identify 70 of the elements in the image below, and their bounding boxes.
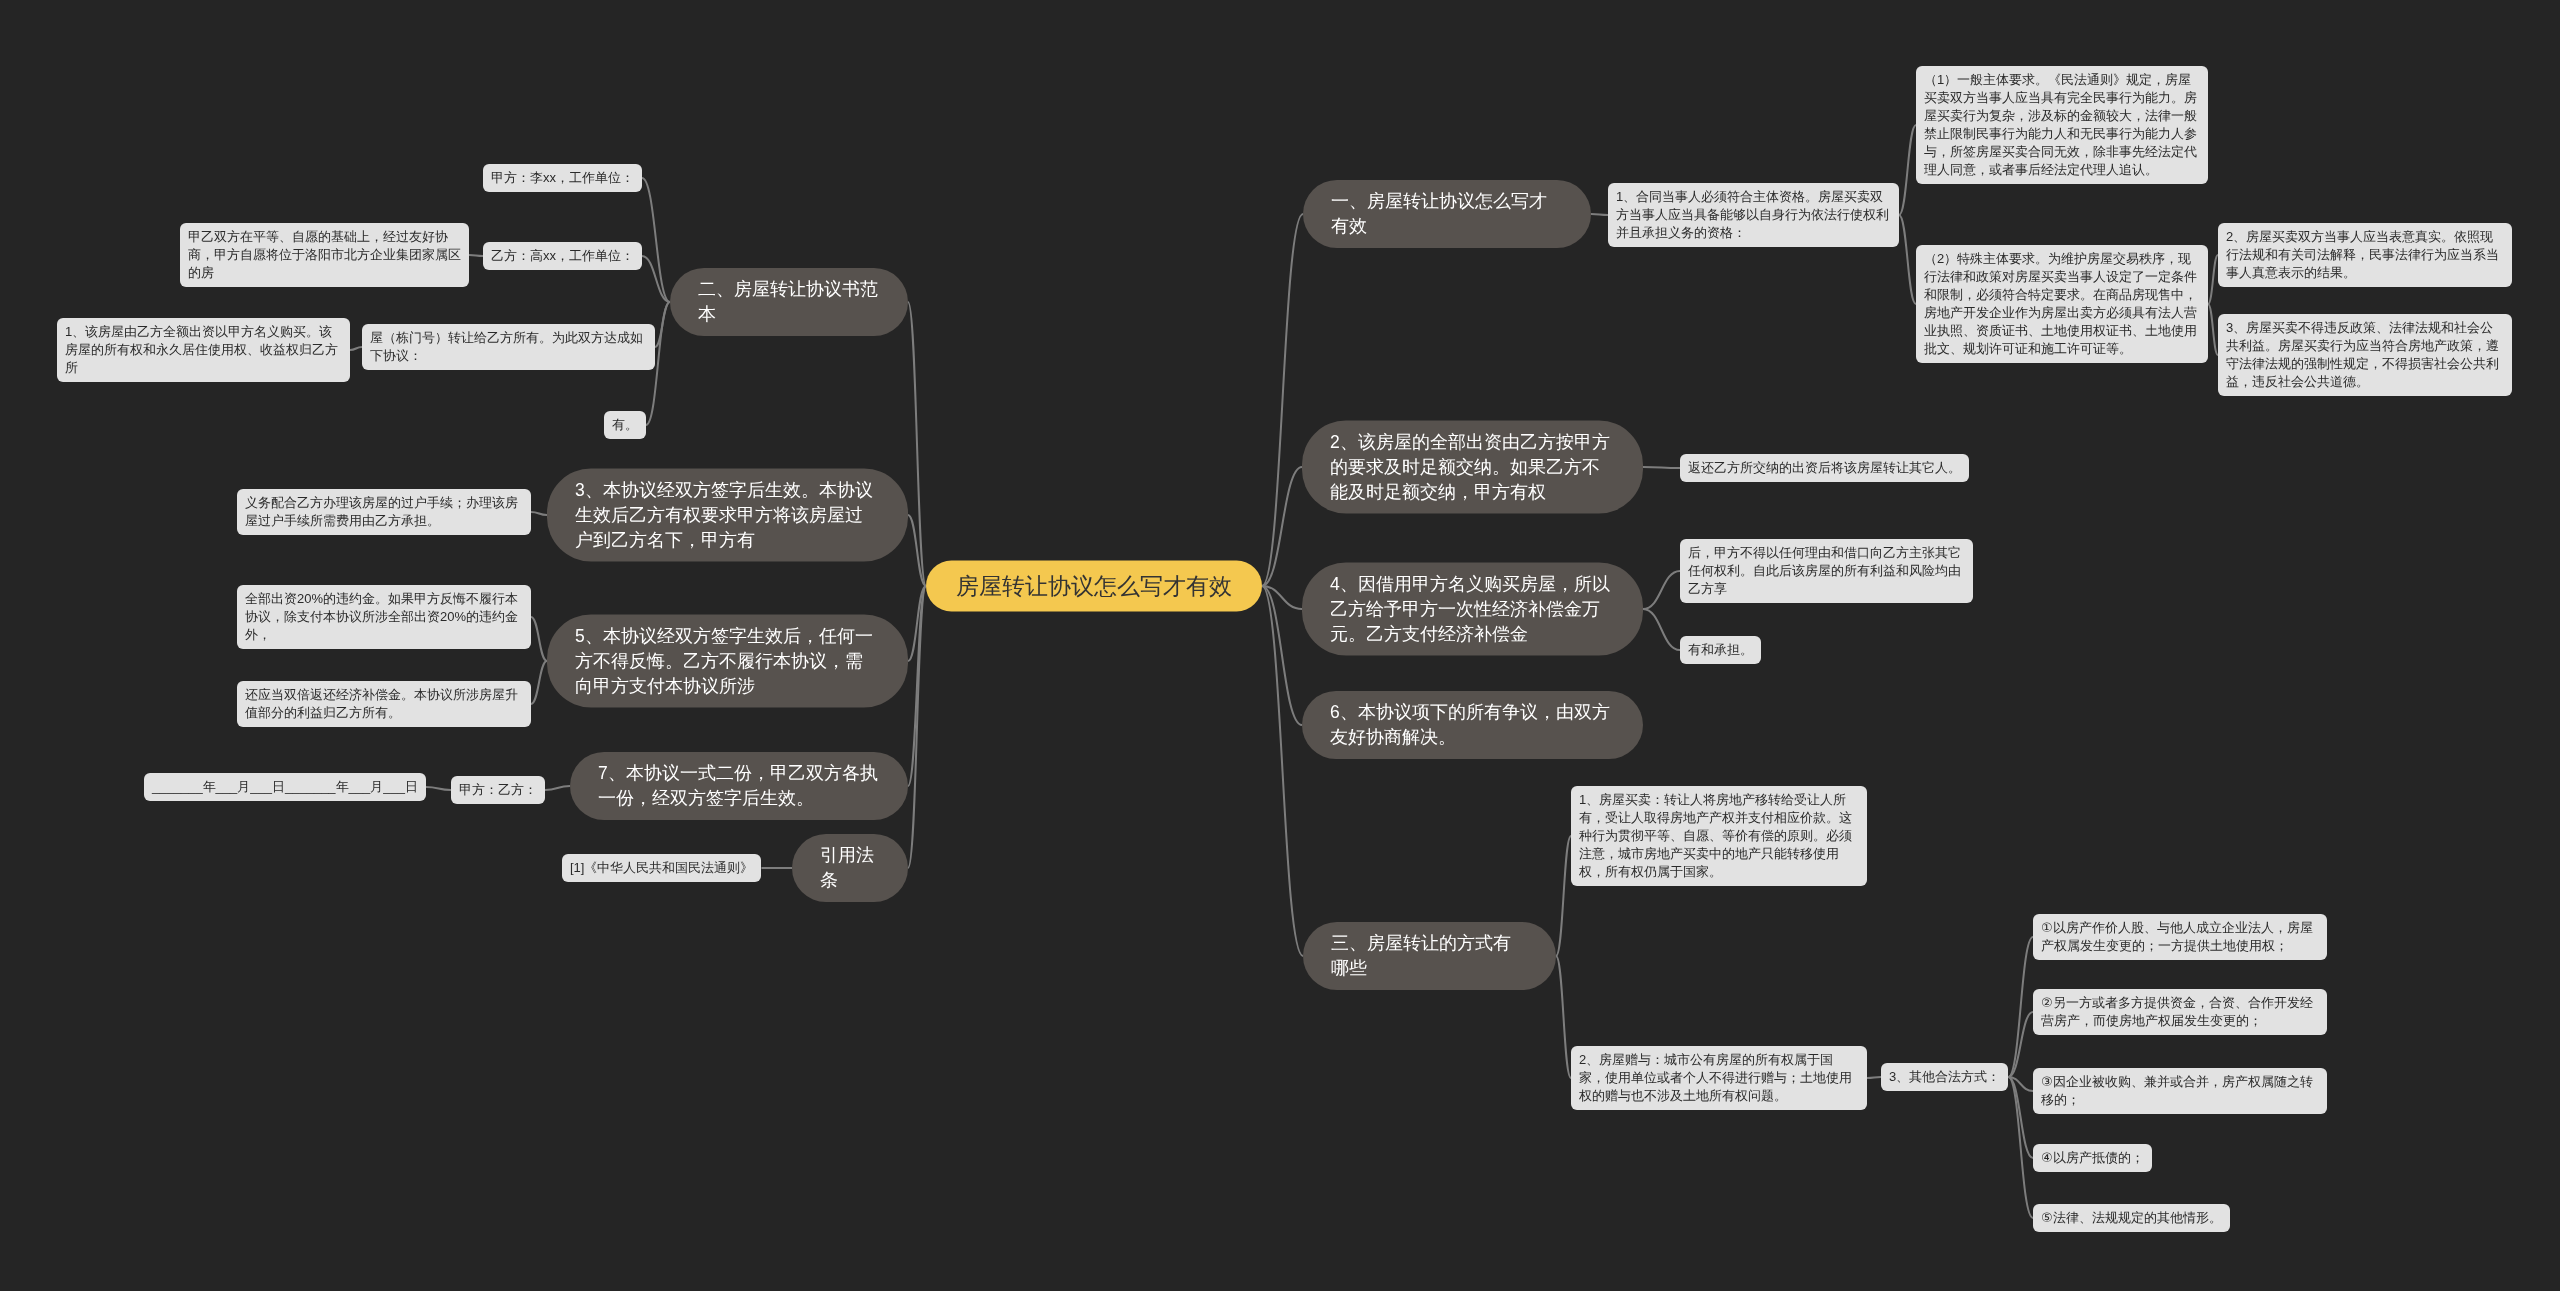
connector-line [1555,955,1572,1079]
connector-line [1261,585,1304,957]
note-box: 2、房屋赠与：城市公有房屋的所有权属于国家，使用单位或者个人不得进行赠与；土地使用权的赠与也不涉及土地所有权问题。 [1571,1046,1867,1110]
note-box: 1、该房屋由乙方全额出资以甲方名义购买。该房屋的所有权和永久居住使用权、收益权归乙方所 [57,318,350,382]
topic-bubble: 7、本协议一式二份，甲乙双方各执一份，经双方签字后生效。 [570,752,908,820]
connector-line [2007,936,2034,1078]
connector-line [530,511,548,516]
note-box: 后，甲方不得以任何理由和借口向乙方主张其它任何权利。自此后该房屋的所有利益和风险均由乙方享 [1680,539,1973,603]
connector-line [2207,254,2219,305]
note-box: （2）特殊主体要求。为维护房屋交易秩序，现行法律和政策对房屋买卖当事人设定了一定条件和限制，必须符合特定要求。在商品房现售中，房地产开发企业作为房屋出卖方必须具有法人营业执照、资质证书、土地使用权证书、土地使用批文、规划许可证和施工许可证等。 [1916,245,2208,363]
topic-bubble: 引用法条 [792,834,908,902]
connector-line [1898,214,1917,305]
connector-line [1261,213,1304,587]
connector-line [425,786,452,791]
connector-line [760,867,793,869]
topic-bubble: 2、该房屋的全部出资由乙方按甲方的要求及时足额交纳。如果乙方不能及时足额交纳，甲方有权 [1302,420,1643,514]
connector-line [641,177,671,303]
note-box: 屋（栋门号）转让给乙方所有。为此双方达成如下协议： [362,324,655,370]
note-box: _______年___月___日_______年___月___日 [144,773,426,801]
note-box: 1、合同当事人必须符合主体资格。房屋买卖双方当事人应当具备能够以自身行为依法行使权利并且承担义务的资格： [1608,183,1899,247]
connector-line [907,585,927,662]
topic-bubble: 3、本协议经双方签字后生效。本协议生效后乙方有权要求甲方将该房屋过户到乙方名下，甲方有 [547,468,908,562]
note-box: 3、房屋买卖不得违反政策、法律法规和社会公共利益。房屋买卖行为应当符合房地产政策，遵守法律法规的强制性规定，不得损害社会公共利益，违反社会公共道德。 [2218,314,2512,396]
note-box: 全部出资20%的违约金。如果甲方反悔不履行本协议，除支付本协议所涉全部出资20%的违约金外， [237,585,531,649]
note-box: 义务配合乙方办理该房屋的过户手续；办理该房屋过户手续所需费用由乙方承担。 [237,489,531,535]
note-box: ⑤法律、法规规定的其他情形。 [2033,1204,2230,1232]
topic-bubble: 5、本协议经双方签字生效后，任何一方不得反悔。乙方不履行本协议，需向甲方支付本协议所涉 [547,614,908,708]
connector-line [907,301,927,587]
connector-line [349,346,363,351]
topic-bubble: 4、因借用甲方名义购买房屋，所以乙方给予甲方一次性经济补偿金万元。乙方支付经济补偿金 [1302,562,1643,656]
note-box: ①以房产作价人股、与他人成立企业法人，房屋产权属发生变更的；一方提供土地使用权； [2033,914,2327,960]
note-box: ④以房产抵债的； [2033,1144,2152,1172]
note-box: 还应当双倍返还经济补偿金。本协议所涉房屋升值部分的利益归乙方所有。 [237,681,531,727]
connector-line [544,785,571,791]
connector-line [1642,608,1681,651]
note-box: （1）一般主体要求。《民法通则》规定，房屋买卖双方当事人应当具有完全民事行为能力。房屋买卖行为复杂，涉及标的金额较大，法律一般禁止限制民事行为能力人和无民事行为能力人参与，所签房屋买卖合同无效，除非事先经法定代理人同意，或者事后经法定代理人追认。 [1916,66,2208,184]
connector-line [645,301,671,426]
topic-bubble: 6、本协议项下的所有争议，由双方友好协商解决。 [1302,691,1643,759]
connector-line [1555,835,1572,957]
note-box: [1]《中华人民共和国民法通则》 [562,854,762,882]
connector-line [907,514,927,587]
note-box: 甲乙双方在平等、自愿的基础上，经过友好协商，甲方自愿将位于洛阳市北方企业集团家属区的房 [180,223,469,287]
connector-line [530,660,548,705]
note-box: 有和承担。 [1680,636,1761,664]
connector-line [654,301,671,348]
connector-line [468,254,484,257]
note-box: 3、其他合法方式： [1881,1063,2009,1091]
note-box: ②另一方或者多方提供资金，合资、合作开发经营房产，而使房地产权届发生变更的； [2033,989,2327,1035]
note-box: 甲方：李xx，工作单位： [483,164,642,192]
connector-line [2007,1076,2034,1219]
topic-bubble: 一、房屋转让协议怎么写才有效 [1303,180,1591,248]
note-box: 乙方：高xx，工作单位： [483,242,642,270]
topic-bubble: 三、房屋转让的方式有哪些 [1303,922,1556,990]
note-box: 有。 [604,411,646,439]
connector-line [2007,1011,2034,1078]
connector-line [641,255,671,303]
central-topic: 房屋转让协议怎么写才有效 [926,560,1262,612]
connector-line [1261,466,1303,587]
connector-line [1642,466,1681,469]
note-box: 1、房屋买卖：转让人将房地产移转给受让人所有，受让人取得房地产产权并支付相应价款。这种行为贯彻平等、自愿、等价有偿的原则。必须注意，城市房地产买卖中的地产只能转移使用权，所有权仍属于国家。 [1571,786,1867,886]
connector-line [530,616,548,662]
connector-line [1590,213,1609,216]
connector-line [2207,303,2219,356]
note-box: 2、房屋买卖双方当事人应当表意真实。依照现行法规和有关司法解释，民事法律行为应当系当事人真意表示的结果。 [2218,223,2512,287]
note-box: 返还乙方所交纳的出资后将该房屋转让其它人。 [1680,454,1969,482]
note-box: 甲方：乙方： [451,776,545,804]
connector-line [1866,1076,1882,1079]
connector-line [1898,124,1917,216]
note-box: ③因企业被收购、兼并或合并，房产权属随之转移的； [2033,1068,2327,1114]
topic-bubble: 二、房屋转让协议书范本 [670,268,908,336]
